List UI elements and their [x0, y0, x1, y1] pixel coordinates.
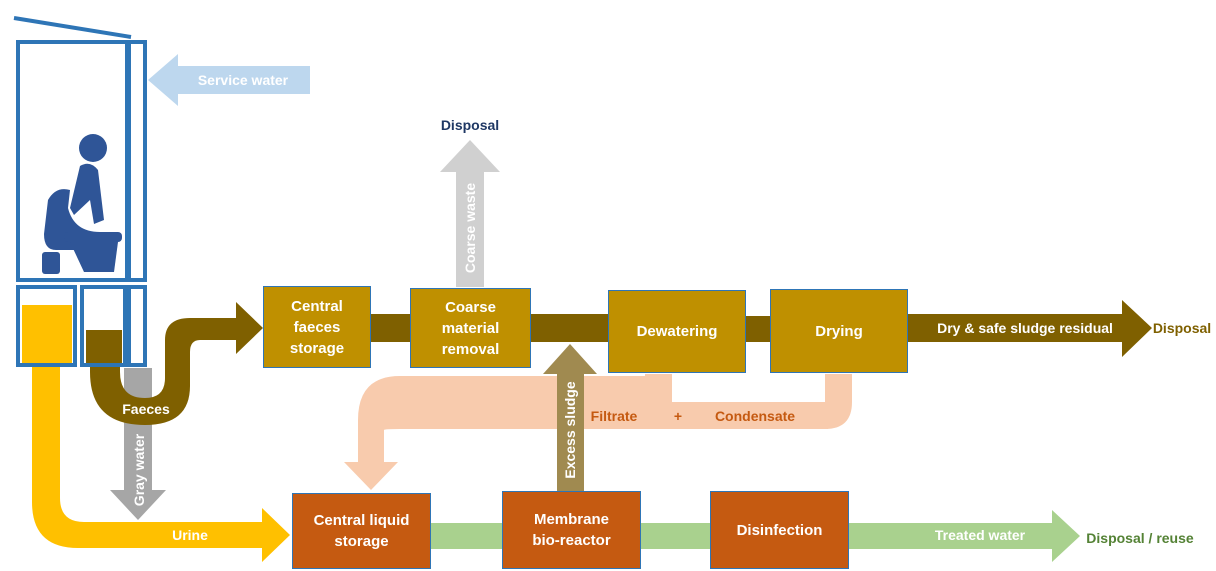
urine-level: [22, 305, 72, 363]
central-liquid-storage-box: Central liquid storage: [292, 493, 431, 569]
faeces-link-2: [530, 314, 610, 342]
gray-water-label: Gray water: [131, 433, 147, 506]
disposal-right-label: Disposal: [1153, 320, 1211, 336]
service-water-label: Service water: [198, 72, 289, 88]
tank-side-panel: [127, 285, 147, 367]
excess-sludge-label: Excess sludge: [562, 381, 578, 478]
disposal-reuse-label: Disposal / reuse: [1086, 530, 1194, 546]
plus-label: +: [674, 408, 682, 424]
dewatering-box: Dewatering: [608, 290, 746, 373]
urine-arrow: [32, 362, 290, 562]
urine-tank: [16, 285, 77, 367]
faeces-link-3: [744, 316, 772, 342]
condensate-label: Condensate: [715, 408, 795, 424]
service-water-arrow: [148, 54, 310, 106]
sludge-residual-arrow: [906, 300, 1152, 357]
coarse-material-removal-label: Coarse material removal: [441, 298, 500, 358]
liquid-link-2: [640, 523, 710, 549]
return-flow-corner: [358, 402, 400, 462]
return-flow-bar: [380, 402, 828, 429]
central-faeces-storage-box: Central faeces storage: [263, 286, 371, 368]
cabin-roof: [13, 16, 132, 39]
treated-water-arrow: [848, 510, 1080, 562]
faeces-label: Faeces: [122, 401, 170, 417]
return-flow-arrow: [344, 374, 672, 490]
filtrate-label: Filtrate: [591, 408, 638, 424]
coarse-material-removal-box: Coarse material removal: [410, 288, 531, 368]
return-flow-dewatering-leg: [645, 374, 672, 402]
drying-label: Drying: [815, 322, 863, 340]
cabin-side-panel: [127, 40, 147, 282]
disinfection-label: Disinfection: [736, 521, 823, 539]
coarse-waste-label: Coarse waste: [462, 183, 478, 273]
membrane-bioreactor-label: Membrane bio-reactor: [532, 511, 611, 549]
toilet-cabin: [13, 16, 147, 367]
central-liquid-storage-label: Central liquid storage: [313, 512, 410, 550]
drying-box: Drying: [770, 289, 908, 373]
return-flow-drying-leg: [800, 374, 852, 429]
disposal-top-label: Disposal: [441, 117, 499, 133]
faeces-link-1: [370, 314, 412, 342]
central-faeces-storage-label: Central faeces storage: [289, 297, 345, 357]
excess-sludge-arrow: [543, 344, 597, 492]
dewatering-label: Dewatering: [636, 323, 718, 340]
sludge-residual-label: Dry & safe sludge residual: [937, 320, 1113, 336]
coarse-waste-arrow: [440, 140, 500, 287]
faeces-tank: [80, 285, 127, 367]
treated-water-label: Treated water: [935, 527, 1026, 543]
urine-label: Urine: [172, 527, 208, 543]
faeces-arrow: [90, 302, 263, 425]
disinfection-box: Disinfection: [710, 491, 849, 569]
membrane-bioreactor-box: Membrane bio-reactor: [502, 491, 641, 569]
seated-person-icon: [42, 134, 122, 274]
faeces-level: [86, 330, 122, 363]
liquid-link-1: [430, 523, 504, 549]
